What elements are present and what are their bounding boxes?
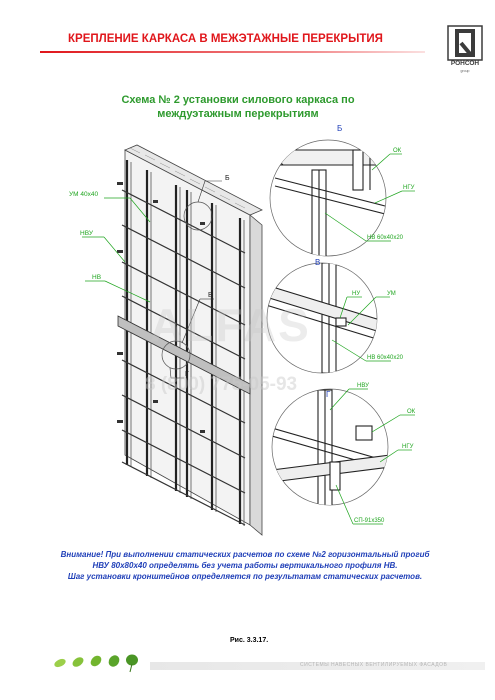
- detail-g-ngu: НГУ: [402, 444, 414, 450]
- callout-b: Б: [225, 175, 230, 182]
- detail-b-nv: НВ 60х40х20: [367, 235, 404, 241]
- detail-v-nv: НВ 60х40х20: [367, 355, 404, 361]
- logo-text: РОНСОН: [450, 60, 480, 67]
- detail-v-nu: НУ: [352, 291, 360, 297]
- label-um: УМ 40х40: [69, 191, 98, 198]
- footer-leaf-icons: [54, 654, 138, 673]
- warning-line-1: Внимание! При выполнении статических рас…: [60, 550, 430, 559]
- scheme-title-line-1: Схема № 2 установки силового каркаса по: [121, 94, 355, 106]
- detail-g-nvu: НВУ: [357, 383, 369, 389]
- logo-subtext: group: [460, 69, 470, 73]
- watermark-phone: 8 (800) 775-05-93: [145, 374, 298, 395]
- footer-text: СИСТЕМЫ НАВЕСНЫХ ВЕНТИЛИРУЕМЫХ ФАСАДОВ: [300, 662, 448, 668]
- figure-caption: Рис. 3.3.17.: [230, 637, 269, 644]
- watermark-brand: ALFAS: [150, 299, 311, 351]
- callout-g: Г: [185, 371, 189, 378]
- detail-v-letter: В: [315, 258, 320, 267]
- detail-b-ngu: НГУ: [403, 185, 415, 191]
- detail-b-letter: Б: [337, 124, 342, 133]
- leaf-icon: [54, 654, 138, 673]
- warning-line-3: Шаг установки кронштейнов определяется п…: [67, 572, 423, 581]
- detail-v-um: УМ: [387, 291, 396, 297]
- footer-bar: [150, 662, 485, 670]
- label-nv: НВ: [92, 274, 101, 281]
- company-logo: [447, 25, 483, 61]
- detail-g-ok: ОК: [407, 409, 416, 415]
- detail-b-ok: ОК: [393, 148, 402, 154]
- page-title: КРЕПЛЕНИЕ КАРКАСА В МЕЖЭТАЖНЫЕ ПЕРЕКРЫТИ…: [68, 33, 383, 45]
- warning-line-2: НВУ 80х80х40 определять без учета работы…: [92, 561, 398, 570]
- detail-g-sp: СП-91х350: [354, 518, 385, 524]
- title-underline: [40, 51, 425, 53]
- detail-g-letter: Г: [326, 390, 331, 399]
- scheme-title: Схема № 2 установки силового каркаса по …: [88, 93, 388, 121]
- label-nvu: НВУ: [80, 230, 94, 237]
- scheme-title-line-2: междуэтажным перекрытиям: [157, 108, 319, 120]
- callout-v: В: [208, 292, 213, 299]
- warning-note: Внимание! При выполнении статических рас…: [30, 549, 460, 582]
